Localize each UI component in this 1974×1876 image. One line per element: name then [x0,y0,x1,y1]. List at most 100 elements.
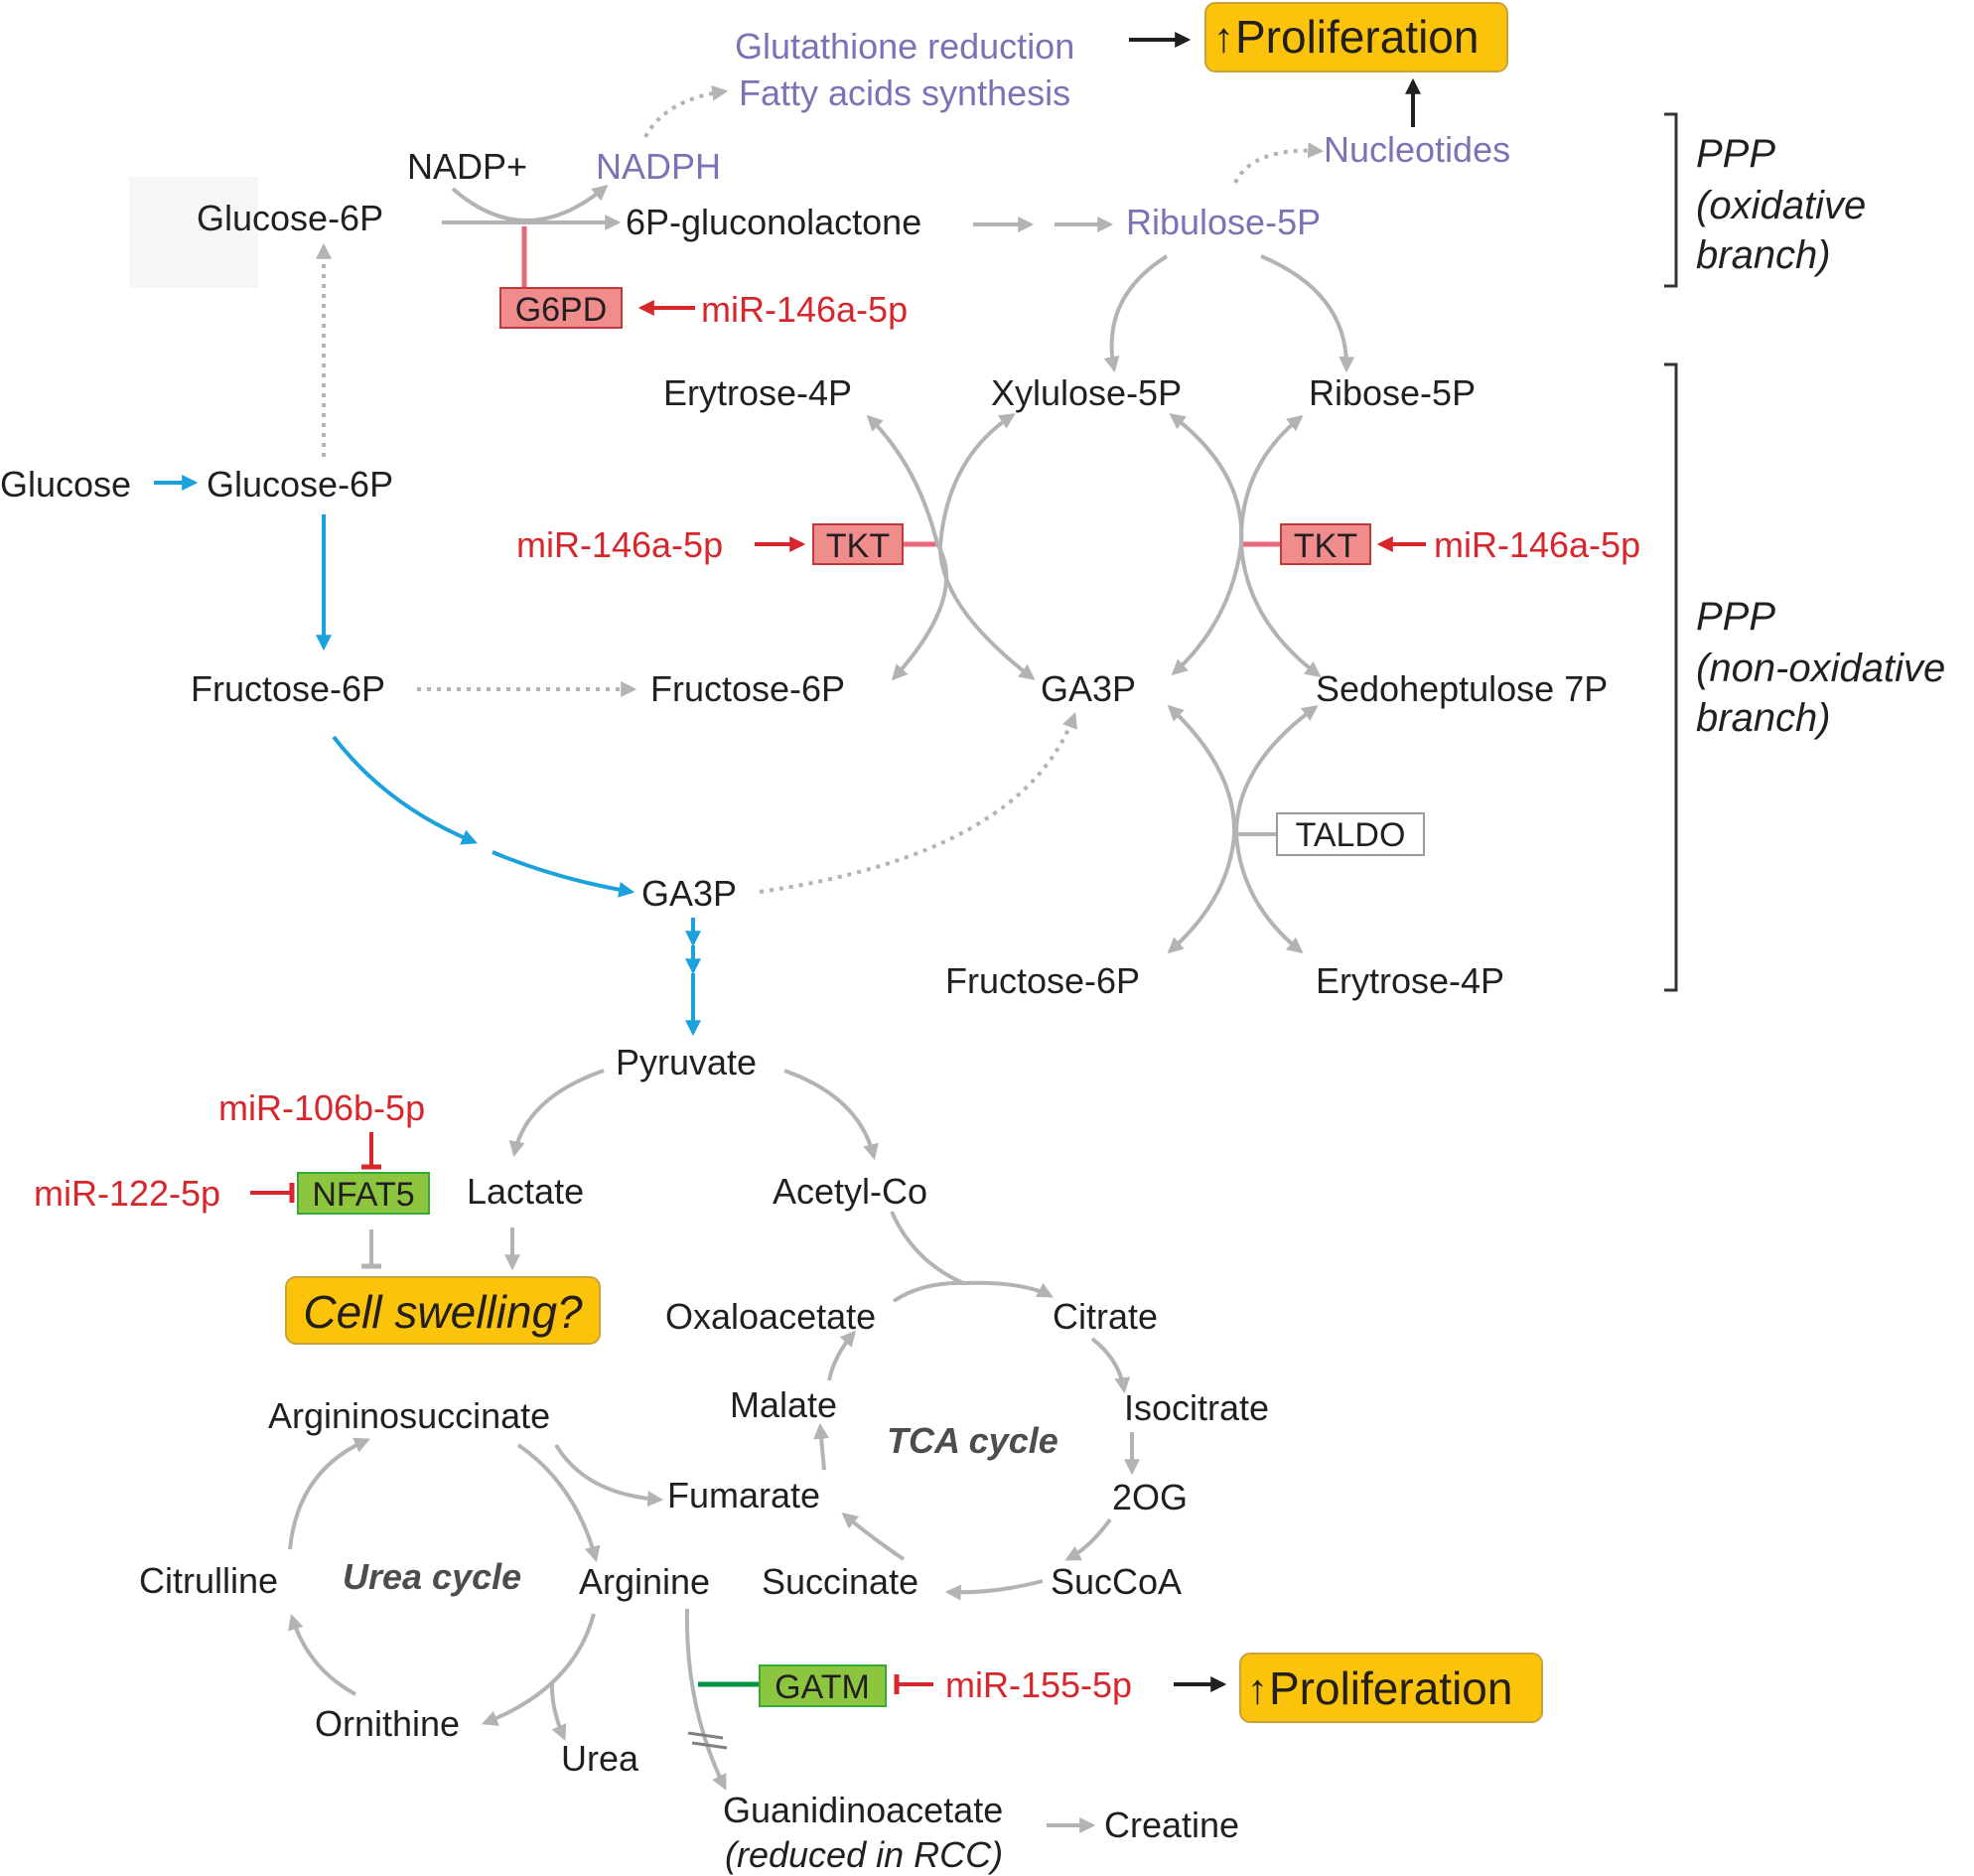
sedoheptulose-label: Sedoheptulose 7P [1316,668,1608,709]
tkt-left-mirna-label: miR-146a-5p [516,524,723,565]
2og-label: 2OG [1112,1477,1188,1517]
tkt-right-arc-2 [1238,414,1322,677]
argininosuccinate-label: Argininosuccinate [268,1395,550,1436]
oxidative-label-2: (oxidative [1696,184,1866,227]
erytrose-4p-low-label: Erytrose-4P [1316,960,1504,1001]
cell-swelling-label: Cell swelling? [303,1286,583,1338]
proliferation-bottom-label: Proliferation [1269,1662,1512,1714]
creatine-label: Creatine [1104,1804,1239,1845]
taldo-arc-1 [1167,704,1237,954]
reduced-note-label: (reduced in RCC) [725,1834,1003,1875]
citrate-to-isocitrate-arrow [1090,1337,1131,1394]
cell-swelling-box [285,1276,601,1345]
arginine-to-guanidinoacetate-arrow [684,1608,727,1791]
nfat5-mirna-left-label: miR-122-5p [34,1173,220,1214]
oxidative-label-1: PPP [1696,132,1775,176]
tkt-right-mirna-label: miR-146a-5p [1434,524,1640,565]
succinate-to-fumarate-arrow [841,1512,906,1561]
ga3p-mid-label: GA3P [1041,668,1136,709]
reduced-mark-2 [691,1741,728,1750]
g6pd-box [499,287,623,329]
gluconolactone-label: 6P-gluconolactone [626,202,921,242]
taldo-arc-2 [1233,705,1319,953]
lactate-label: Lactate [467,1171,584,1212]
reduced-mark-1 [687,1731,724,1740]
ga3p-to-ga3p-dotted [759,712,1078,894]
glutathione-label: Glutathione reduction [735,26,1074,67]
ornithine-to-urea-branch-arrow [549,1682,567,1741]
citrate-label: Citrate [1053,1296,1158,1337]
pyruvate-to-acetyl-arrow [783,1069,879,1161]
ribose-5p-label: Ribose-5P [1309,372,1476,413]
fructose-6p-label: Fructose-6P [191,668,385,709]
oxidative-bracket [1664,112,1678,288]
arginine-label: Arginine [579,1561,710,1602]
erytrose-4p-top-label: Erytrose-4P [663,372,852,413]
fructose-6p-low-label: Fructose-6P [945,960,1140,1001]
oxidative-label-3: branch) [1696,233,1831,277]
gatm-mirna-label: miR-155-5p [945,1664,1132,1705]
ribulose-5p-label: Ribulose-5P [1126,202,1321,242]
glucose-6p-top-backdrop [129,177,258,288]
argininosuccinate-to-fumarate-arrow [554,1443,664,1508]
tkt-left-label: TKT [826,527,890,565]
ornithine-to-citrulline-arrow [288,1613,356,1696]
glucose-6p-label: Glucose-6P [207,464,393,505]
nonox-label-2: (non-oxidative [1696,647,1945,690]
succoa-label: SucCoA [1051,1561,1182,1602]
tkt-right-label: TKT [1294,527,1357,565]
taldo-label: TALDO [1296,816,1406,854]
ribulose-to-ribose-arrow [1260,254,1355,373]
g6pd-mirna-label: miR-146a-5p [701,289,908,330]
2og-to-succoa-arrow [1064,1517,1112,1561]
nonox-label-1: PPP [1696,595,1775,639]
pyruvate-label: Pyruvate [616,1042,757,1082]
nadp-cofactor-arrow [451,184,609,222]
tca-cycle-title: TCA cycle [887,1420,1058,1461]
ribulose-to-nucleotides-arrow [1233,142,1325,184]
citrulline-to-argininosuccinate-arrow [288,1437,370,1550]
ga3p-label: GA3P [641,873,737,914]
proliferation-bottom-box [1239,1653,1543,1723]
proliferation-top-box [1204,2,1508,72]
nadph-label: NADPH [596,146,721,187]
f6p-to-ga3p-arrow-2 [492,850,635,898]
arginine-to-ornithine-arrow [482,1613,596,1726]
argininosuccinate-to-arginine-arrow [516,1443,601,1563]
fumarate-to-malate-arrow [813,1422,830,1471]
proliferation-top-label: Proliferation [1235,11,1479,63]
succoa-to-succinate-arrow [944,1579,1044,1601]
glucose-6p-top-label: Glucose-6P [197,198,383,238]
fructose-6p-mid-label: Fructose-6P [650,668,845,709]
fumarate-label: Fumarate [667,1475,820,1515]
nfat5-label: NFAT5 [312,1176,414,1214]
tkt-left-arc-2 [937,413,1036,680]
fatty-acids-label: Fatty acids synthesis [739,72,1070,113]
nucleotides-label: Nucleotides [1324,129,1510,170]
gatm-label: GATM [775,1668,870,1706]
acetyl-co-label: Acetyl-Co [773,1171,927,1212]
nfat5-box [297,1172,430,1215]
citrulline-label: Citrulline [139,1560,278,1601]
glucose-label: Glucose [0,464,131,505]
acetyl-to-citrate-arrow [890,1211,1054,1298]
nadp-plus-label: NADP+ [407,146,527,187]
g6pd-label: G6PD [515,291,608,329]
urea-cycle-title: Urea cycle [343,1556,521,1597]
ribulose-to-xylulose-arrow [1103,254,1169,373]
pyruvate-to-lactate-arrow [508,1069,605,1158]
tkt-left-arc-1 [866,414,949,681]
malate-to-oxaloacetate-arrow [827,1330,857,1381]
urea-label: Urea [561,1738,639,1779]
f6p-to-ga3p-arrow-1 [332,735,478,845]
succinate-label: Succinate [762,1561,918,1602]
non-oxidative-bracket [1664,362,1678,992]
nfat5-mirna-top-label: miR-106b-5p [218,1087,425,1128]
oxaloacetate-join-arc [892,1280,969,1303]
oxaloacetate-label: Oxaloacetate [665,1296,876,1337]
malate-label: Malate [730,1384,837,1425]
nadph-to-synthesis-arrow [643,84,729,138]
isocitrate-label: Isocitrate [1124,1387,1269,1428]
